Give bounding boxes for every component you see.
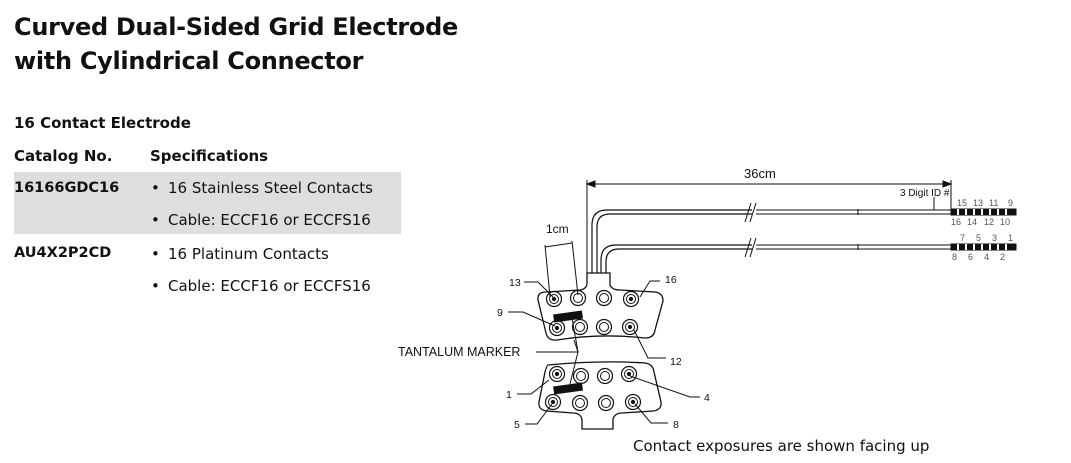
page-title: Curved Dual-Sided Grid Electrode with Cy… xyxy=(14,10,458,78)
contact-label-1: 1 xyxy=(506,389,512,401)
contact xyxy=(621,318,639,336)
id-label: 3 Digit ID # xyxy=(900,188,950,199)
contact-label-16: 16 xyxy=(665,274,677,286)
contact xyxy=(620,365,638,383)
pin-label: 6 xyxy=(968,252,973,262)
header-catalog: Catalog No. xyxy=(14,147,113,165)
contact xyxy=(548,319,566,337)
spec-item: Cable: ECCF16 or ECCFS16 xyxy=(151,204,373,236)
pin-label: 3 xyxy=(992,233,997,243)
break-mark xyxy=(744,237,752,258)
grid-pad-lower xyxy=(538,361,662,430)
pin-label: 5 xyxy=(976,233,981,243)
contact xyxy=(572,367,590,385)
pin-label: 7 xyxy=(960,233,965,243)
spec-item: 16 Stainless Steel Contacts xyxy=(151,172,373,204)
contact xyxy=(624,393,642,411)
pin-label: 15 xyxy=(957,198,967,208)
contact xyxy=(571,318,589,336)
pin-label: 13 xyxy=(973,198,983,208)
catalog-number: AU4X2P2CD xyxy=(14,245,112,261)
table-row: 16166GDC16 16 Stainless Steel Contacts C… xyxy=(14,172,401,234)
pin-label: 12 xyxy=(984,217,994,227)
pin-label: 8 xyxy=(952,252,957,262)
pin-label: 4 xyxy=(984,252,989,262)
contact xyxy=(548,365,566,383)
grid-pad-upper xyxy=(537,272,664,341)
contact xyxy=(545,290,563,308)
connector-lower xyxy=(950,243,1017,251)
diagram-caption: Contact exposures are shown facing up xyxy=(633,437,930,455)
pin-label: 16 xyxy=(951,217,961,227)
catalog-number: 16166GDC16 xyxy=(14,180,120,196)
pin-label: 10 xyxy=(1000,217,1010,227)
spec-item: Cable: ECCF16 or ECCFS16 xyxy=(151,270,371,302)
tantalum-marker-label: TANTALUM MARKER xyxy=(398,345,520,359)
title-line-1: Curved Dual-Sided Grid Electrode xyxy=(14,13,458,41)
spec-item: 16 Platinum Contacts xyxy=(151,238,371,270)
section-subtitle: 16 Contact Electrode xyxy=(14,114,191,132)
cable-lower xyxy=(600,244,752,273)
arrow-left-icon xyxy=(585,180,596,188)
contact-label-9: 9 xyxy=(497,307,503,319)
contact-label-13: 13 xyxy=(509,277,521,289)
arrow-right-icon xyxy=(942,180,953,188)
contact xyxy=(595,318,613,336)
cable-upper xyxy=(591,209,752,273)
spec-list: 16 Stainless Steel Contacts Cable: ECCF1… xyxy=(151,172,373,236)
table-row: AU4X2P2CD 16 Platinum Contacts Cable: EC… xyxy=(14,238,401,302)
callout-leaders xyxy=(508,280,700,425)
pin-label: 11 xyxy=(989,198,998,208)
contact-label-4: 4 xyxy=(704,392,710,404)
contact xyxy=(596,367,614,385)
contact xyxy=(571,394,589,412)
break-mark xyxy=(744,202,752,223)
contact xyxy=(595,289,613,307)
tantalum-marker-lower xyxy=(553,382,583,395)
pin-label: 14 xyxy=(967,217,977,227)
contact xyxy=(597,394,615,412)
connector-upper xyxy=(950,208,1017,216)
tantalum-marker-upper xyxy=(553,310,583,323)
contact xyxy=(622,290,640,308)
spacing-label: 1cm xyxy=(546,222,569,236)
pin-label: 9 xyxy=(1008,198,1013,208)
tantalum-marker-pointer xyxy=(536,339,579,385)
contact-label-8: 8 xyxy=(673,419,679,431)
pin-label: 1 xyxy=(1008,233,1013,243)
length-label: 36cm xyxy=(744,166,776,181)
spec-list: 16 Platinum Contacts Cable: ECCF16 or EC… xyxy=(151,238,371,302)
pin-label: 2 xyxy=(1000,252,1005,262)
contact-label-12: 12 xyxy=(670,356,682,368)
contact xyxy=(569,289,587,307)
contact xyxy=(544,393,562,411)
contact-label-5: 5 xyxy=(514,419,520,431)
header-specifications: Specifications xyxy=(150,147,269,165)
spacing-dimension-line xyxy=(544,242,573,248)
title-line-2: with Cylindrical Connector xyxy=(14,47,364,75)
